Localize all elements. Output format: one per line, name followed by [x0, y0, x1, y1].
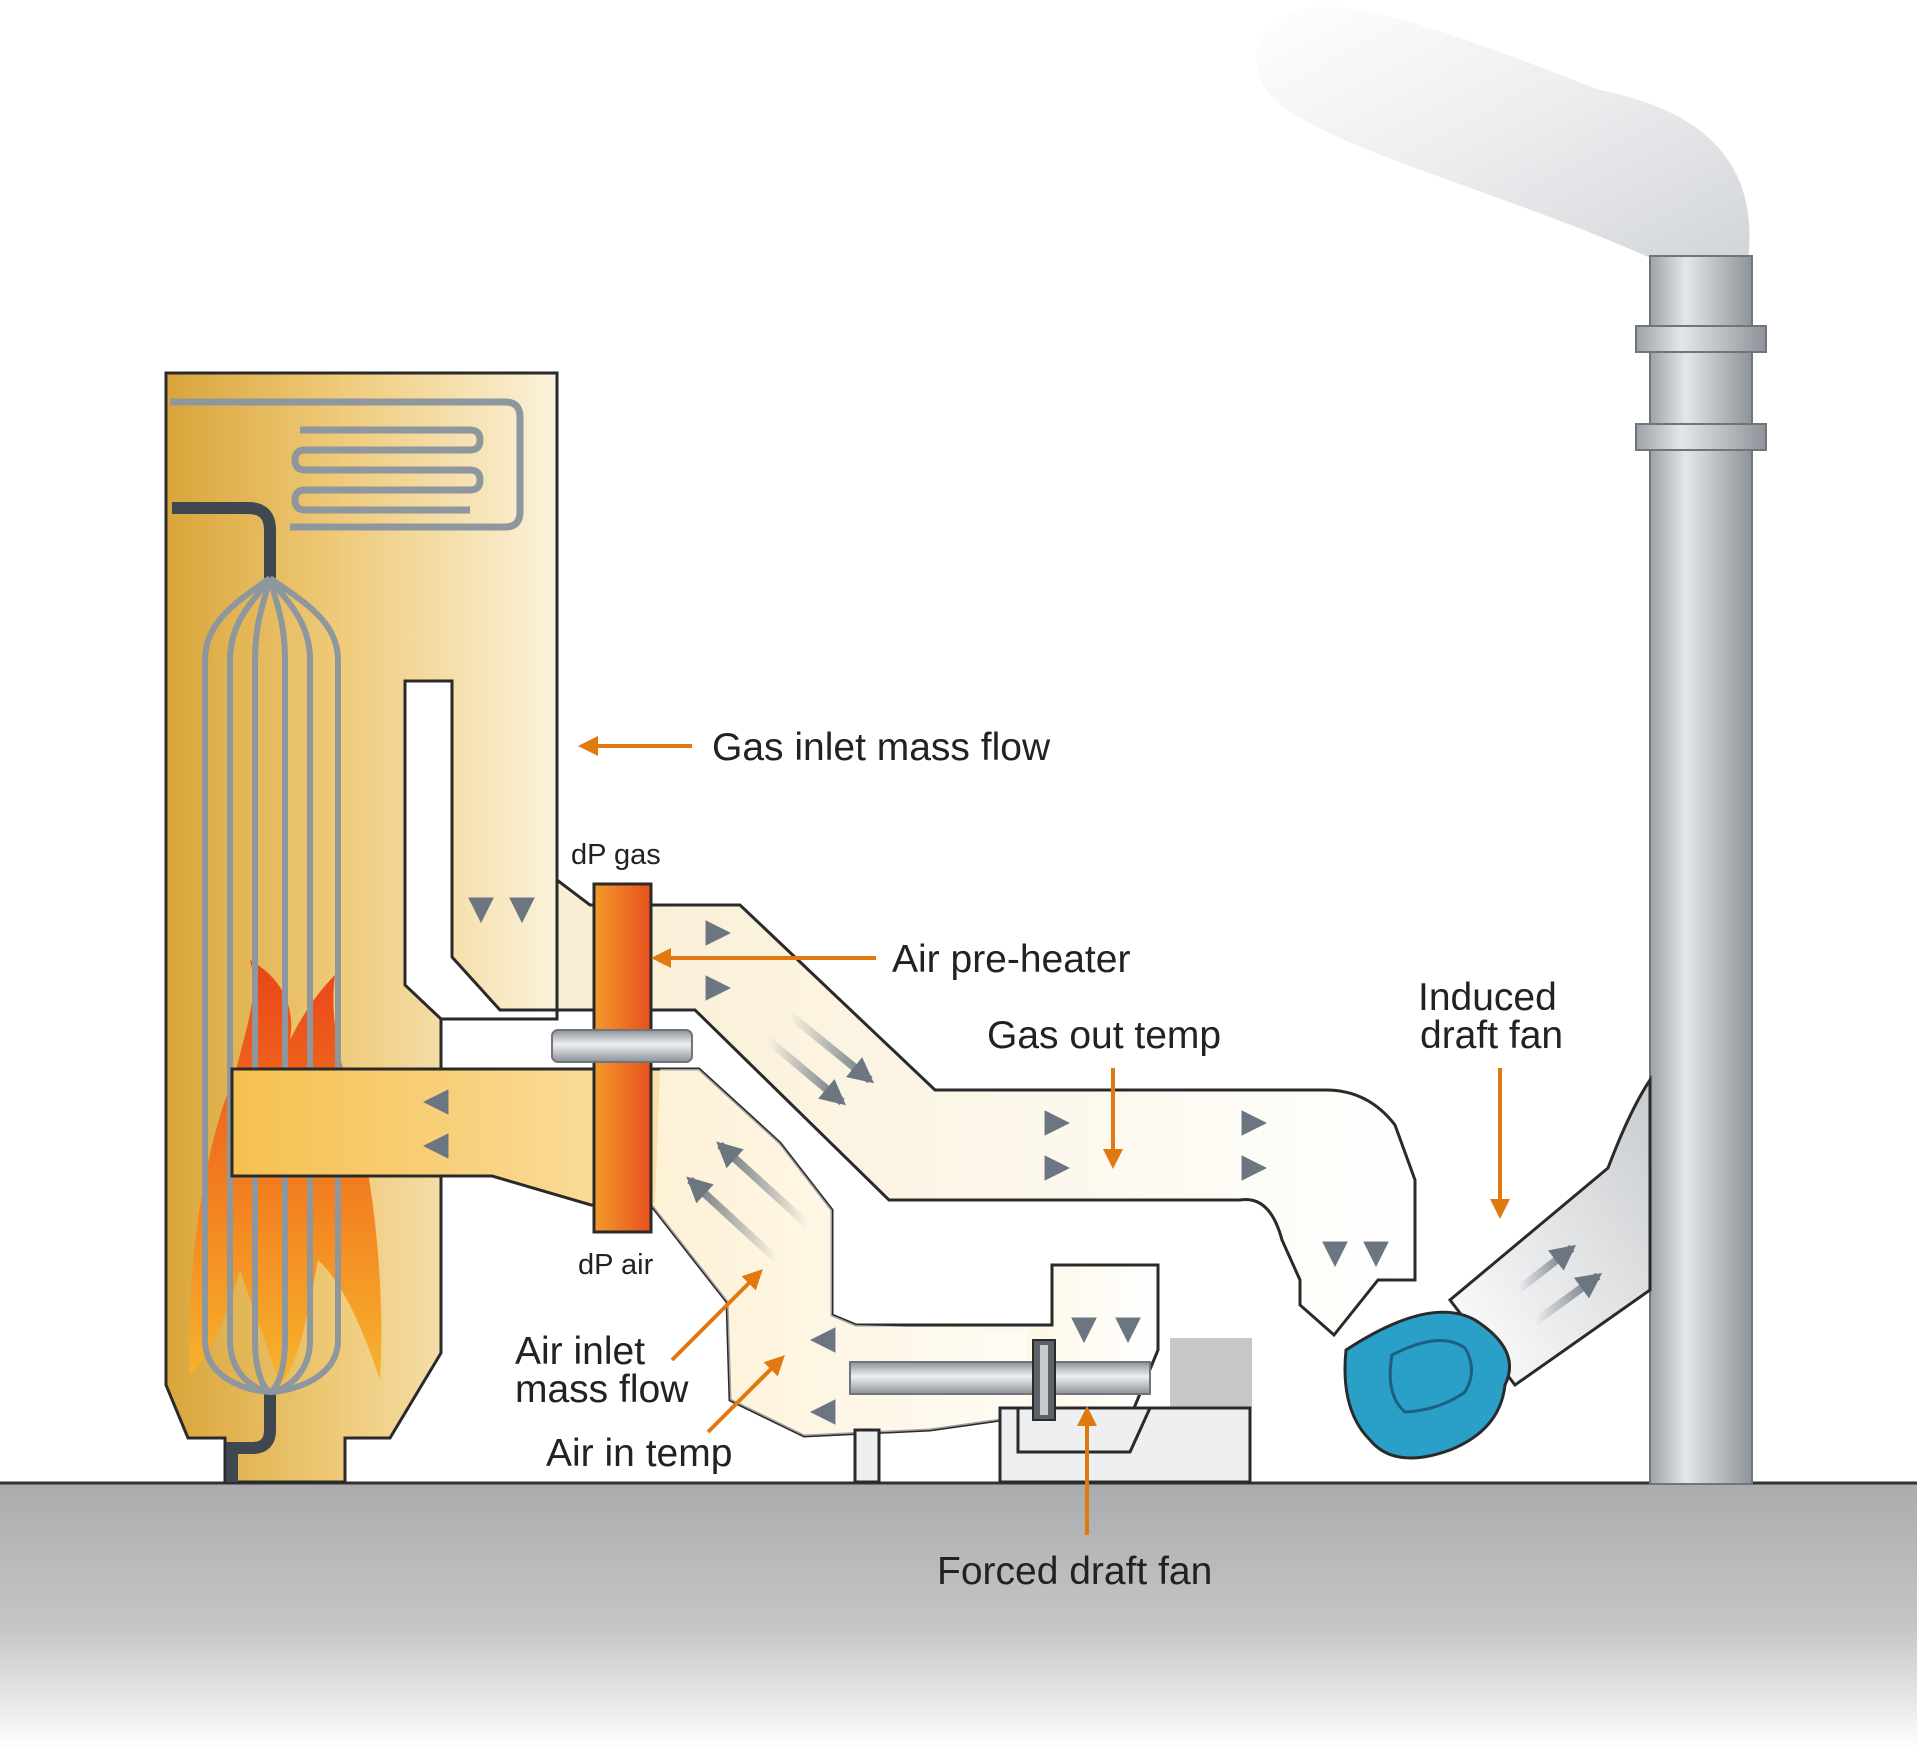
label-air-pre-heater: Air pre-heater	[892, 938, 1130, 981]
ground	[0, 1482, 1917, 1750]
label-air-in-temp: Air in temp	[546, 1432, 732, 1475]
air-preheater-icon	[551, 882, 693, 1234]
label-induced-draft-fan-line2: draft fan	[1420, 1014, 1563, 1057]
chimney-stack-icon	[1635, 255, 1767, 1485]
label-dp-air: dP air	[578, 1249, 654, 1281]
label-air-inlet-mass-flow-line1: Air inlet	[515, 1330, 645, 1373]
label-dp-gas: dP gas	[571, 839, 661, 871]
label-gas-out-temp: Gas out temp	[987, 1014, 1221, 1057]
forced-draft-fan-icon	[849, 1338, 1252, 1484]
gas-duct	[555, 876, 1417, 1338]
induced-draft-fan-icon	[1343, 1075, 1652, 1460]
air-in-temp-arrow	[706, 1355, 785, 1434]
smoke-plume-icon	[1256, 6, 1750, 261]
label-forced-draft-fan: Forced draft fan	[937, 1550, 1212, 1593]
flow-arrows	[422, 720, 1603, 1425]
boiler-icon	[164, 371, 559, 1484]
callout-arrows	[578, 736, 1510, 1535]
label-air-inlet-mass-flow-line2: mass flow	[515, 1368, 689, 1411]
air-inlet-mass-flow-arrow	[670, 1269, 763, 1362]
label-induced-draft-fan-line1: Induced	[1418, 976, 1557, 1019]
label-gas-inlet-mass-flow: Gas inlet mass flow	[712, 726, 1051, 769]
